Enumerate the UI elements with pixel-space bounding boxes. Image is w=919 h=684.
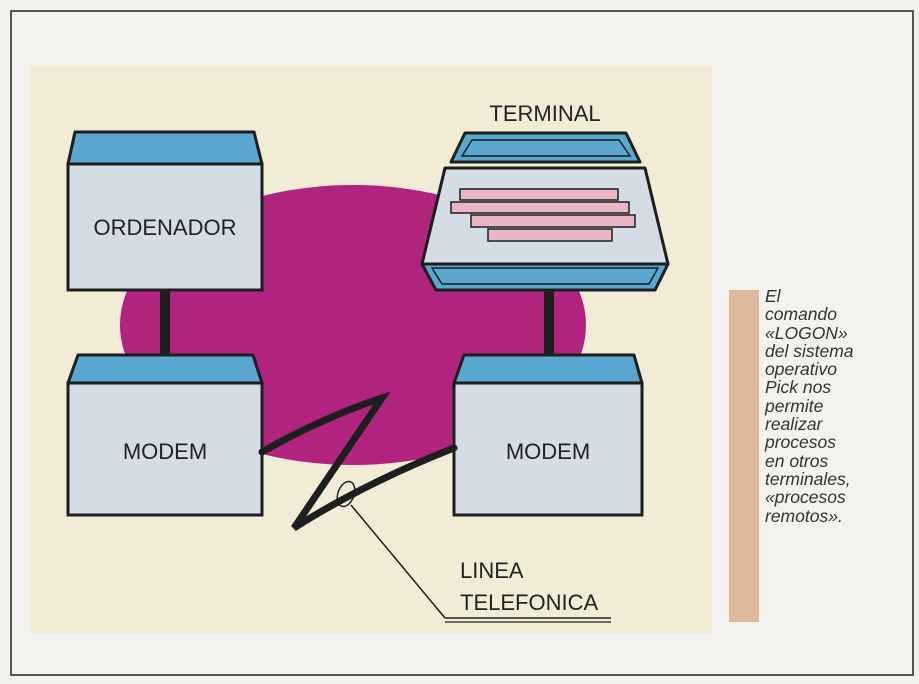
keyboard-row-4 <box>487 228 613 242</box>
terminal-label: TERMINAL <box>489 101 600 126</box>
phone-line-label-1: LINEA <box>460 558 524 583</box>
phone-line-label-2: TELEFONICA <box>460 590 598 615</box>
line-pointer-leader <box>350 504 446 619</box>
caption-line: realizar <box>765 414 823 435</box>
telephone-line <box>258 391 458 531</box>
right-modem-label: MODEM <box>506 439 590 464</box>
caption-line: operativo <box>765 359 837 380</box>
caption-line: comando <box>765 304 837 325</box>
terminal-screen <box>449 131 642 164</box>
terminal-modem-link <box>544 287 554 382</box>
computer-label: ORDENADOR <box>93 215 236 240</box>
caption-accent-bar <box>729 290 759 622</box>
caption-line: terminales, <box>765 468 851 489</box>
caption-line: Pick nos <box>765 377 832 398</box>
line-pointer-circle <box>336 480 356 508</box>
caption-line: procesos <box>765 432 837 453</box>
left-modem-box: MODEM <box>66 353 264 517</box>
keyboard-row-1 <box>459 188 619 201</box>
right-modem-box: MODEM <box>452 353 644 517</box>
caption-line: «procesos <box>765 487 846 508</box>
computer-box: ORDENADOR <box>66 130 264 292</box>
keyboard-row-3 <box>470 214 636 228</box>
left-modem-label: MODEM <box>123 439 207 464</box>
caption-line: en otros <box>765 450 829 471</box>
keyboard-row-2 <box>450 201 630 214</box>
caption-line: El <box>765 286 781 306</box>
terminal: TERMINAL <box>420 101 670 292</box>
computer-modem-link <box>160 290 170 382</box>
figure-caption: El comando «LOGON» del sistema operativo… <box>765 287 910 525</box>
caption-line: del sistema <box>765 340 854 361</box>
caption-line: «LOGON» <box>765 322 848 343</box>
caption-line: remotos». <box>765 505 843 526</box>
caption-line: permite <box>765 395 824 416</box>
